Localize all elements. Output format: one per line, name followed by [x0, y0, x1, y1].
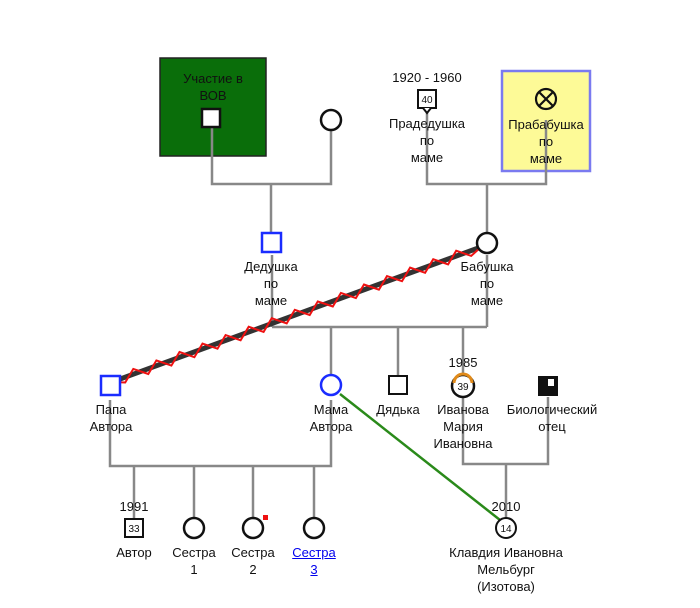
uncle-symbol[interactable]: [388, 375, 408, 395]
sister1-label: Сестра 1: [172, 545, 216, 577]
maria-year: 1985: [448, 355, 478, 370]
dad-symbol[interactable]: [99, 374, 122, 397]
maria-age: 39: [457, 382, 469, 393]
relationship-lines: [108, 108, 550, 519]
great-grandma-deceased-symbol[interactable]: [534, 87, 558, 111]
great-grandpa-tail: [422, 107, 432, 115]
sister3-link[interactable]: Сестра 3: [292, 545, 336, 577]
klavdia-symbol[interactable]: 14: [495, 517, 517, 539]
sister3-symbol[interactable]: [302, 516, 326, 540]
author-symbol[interactable]: 33: [124, 518, 144, 538]
maria-symbol[interactable]: 39: [450, 372, 476, 399]
mom-klavdia-link: [339, 393, 501, 521]
great-grandpa-years: 1920 - 1960: [392, 70, 462, 85]
uncle-label: Дядька: [376, 402, 420, 417]
conflict-zigzag: [111, 246, 482, 384]
grandpa-label: Дедушка по маме: [244, 259, 298, 308]
sister2-symbol[interactable]: [241, 516, 265, 540]
sister1-symbol[interactable]: [182, 516, 206, 540]
author-year: 1991: [119, 499, 149, 514]
grandpa-symbol[interactable]: [260, 231, 283, 254]
wwii-annotation-text: Участие в ВОВ: [183, 71, 243, 103]
maria-label: Иванова Мария Ивановна: [433, 402, 493, 451]
great-grandma-annotation-text: Прабабушка по маме: [508, 117, 584, 166]
author-label: Автор: [116, 545, 152, 560]
sister2-marker: [263, 515, 268, 520]
klavdia-year: 2010: [491, 499, 521, 514]
grandgrandma-symbol[interactable]: [319, 108, 343, 132]
klavdia-label: Клавдия Ивановна Мельбург (Изотова): [449, 545, 563, 594]
mom-label: Мама Автора: [309, 402, 353, 434]
conflict-line-dark: [111, 244, 482, 385]
dad-label: Папа Автора: [89, 402, 133, 434]
klavdia-age: 14: [500, 524, 512, 535]
grandgrandpa-wwii-symbol[interactable]: [200, 107, 222, 129]
great-grandpa-age: 40: [421, 95, 433, 106]
grandma-label: Бабушка по маме: [460, 259, 514, 308]
bio-father-symbol[interactable]: [538, 376, 558, 396]
sister2-label: Сестра 2: [231, 545, 275, 577]
mom-symbol[interactable]: [319, 373, 343, 397]
author-age: 33: [128, 524, 140, 535]
great-grandpa-label: Прадедушка по маме: [388, 116, 466, 165]
bio-father-label: Биологический отец: [506, 402, 598, 434]
grandma-symbol[interactable]: [475, 231, 499, 255]
